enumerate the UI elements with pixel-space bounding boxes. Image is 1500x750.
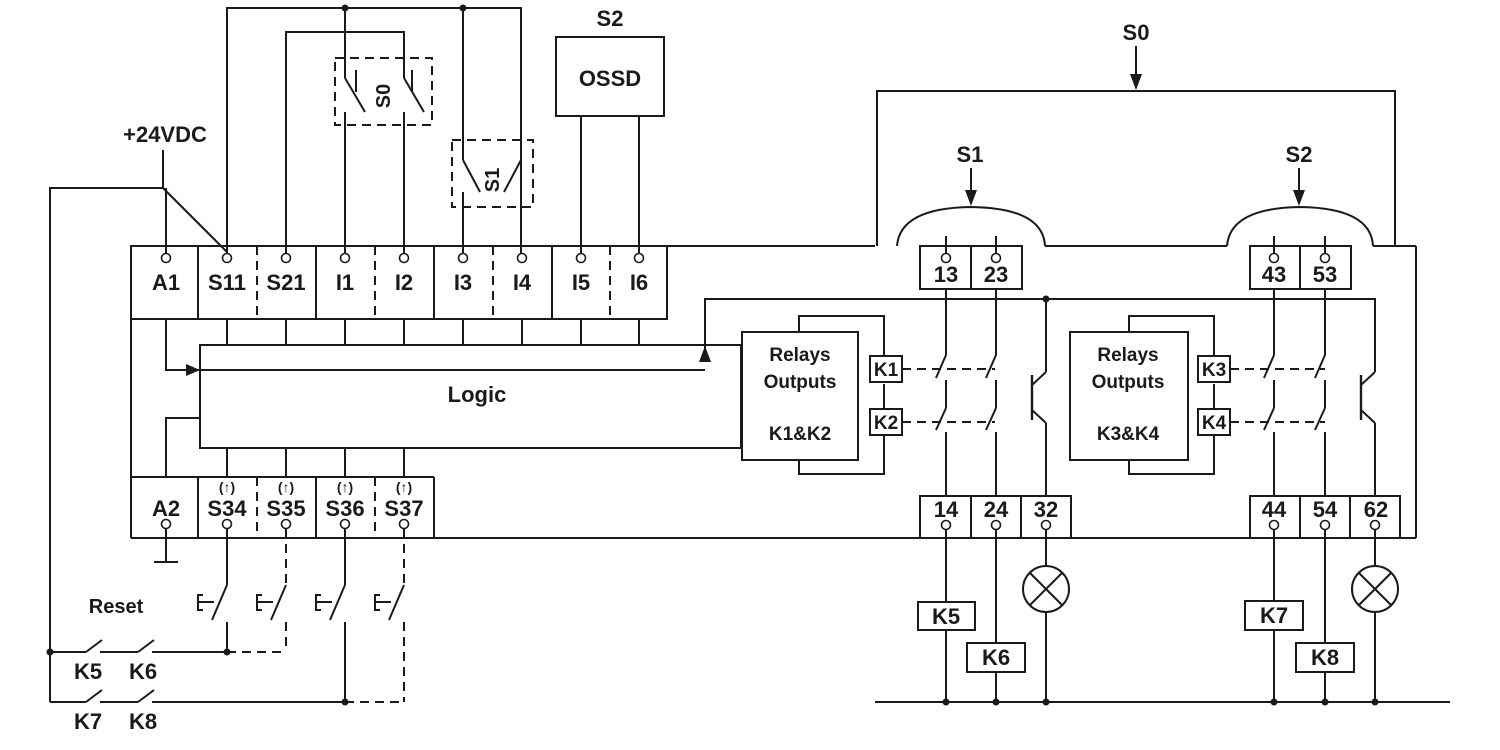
terminal-label: I1 [336,270,354,295]
edge-trigger-mark: (↑) [337,479,353,495]
output-pointer-label: S0 [1123,20,1150,45]
feedback-contact-label: K8 [129,709,157,734]
relay-title-line1: Relays [769,345,830,366]
terminal-label: S11 [208,270,246,295]
output-frames [876,46,1396,247]
logic-label: Logic [448,382,507,407]
s0-switch [334,57,433,126]
terminal-label: S35 [266,496,305,521]
terminal-label: 43 [1262,262,1286,287]
terminal-label: I4 [513,270,532,295]
logic-block [165,298,1046,477]
s1-switch-label: S1 [482,168,504,192]
feedback-contacts [46,639,160,703]
feedback-contact-label: K6 [129,659,157,684]
terminal-label: 13 [934,262,958,287]
s0-switch-label: S0 [373,84,395,108]
terminal-label: 62 [1364,497,1388,522]
relay-title-line2: Outputs [1092,372,1165,393]
ossd-label: S2 [597,6,624,31]
load-label: K8 [1311,645,1339,670]
output-ground-bus [875,698,1450,706]
terminal-label: 54 [1313,497,1338,522]
output-top-terminals [919,236,1352,290]
output-contacts-1 [935,289,1050,496]
relay-id: K1&K2 [769,424,831,445]
terminal-label: I3 [454,270,472,295]
load-label: K6 [982,645,1010,670]
terminal-label: I5 [572,270,590,295]
edge-trigger-mark: (↑) [278,479,294,495]
feedback-contact-label: K5 [74,659,102,684]
ossd-device [555,36,665,253]
terminal-label: 24 [984,497,1009,522]
terminal-label: 44 [1262,497,1287,522]
load-label: K7 [1260,603,1288,628]
terminal-label: I2 [395,270,413,295]
terminal-label: A1 [152,270,180,295]
feedback-contact-label: K7 [74,709,102,734]
terminal-label: 23 [984,262,1008,287]
output-pointer-label: S1 [957,142,984,167]
loads-1 [917,530,1070,702]
edge-trigger-mark: (↑) [396,479,412,495]
supply-label: +24VDC [123,122,207,147]
terminal-label: 14 [934,497,959,522]
relay-coil-label: K4 [1202,413,1227,434]
output-pointer-label: S2 [1286,142,1313,167]
ossd-box-text: OSSD [579,66,641,91]
reset-buttons [158,529,405,706]
relay-group-1 [741,315,995,475]
relay-id: K3&K4 [1097,424,1160,445]
terminal-label: S34 [207,496,247,521]
supply-wiring [49,4,522,655]
relay-coil-label: K1 [874,360,899,381]
terminal-label: S21 [266,270,305,295]
bottom-terminal-strip [131,448,435,538]
terminal-label: S36 [325,496,364,521]
a2-ground [154,529,178,563]
relay-group-2 [1069,315,1325,475]
relay-title-line2: Outputs [764,372,837,393]
load-label: K5 [932,604,960,629]
reset-label: Reset [89,596,144,618]
terminal-label: A2 [152,496,180,521]
relay-coil-label: K3 [1202,360,1226,381]
top-terminal-strip [130,245,668,345]
loads-2 [1244,530,1399,702]
s1-switch [451,139,534,208]
terminal-label: 53 [1313,262,1337,287]
terminal-label: I6 [630,270,648,295]
edge-trigger-mark: (↑) [219,479,235,495]
terminal-label: S37 [384,496,423,521]
terminal-label: 32 [1034,497,1058,522]
relay-title-line1: Relays [1097,345,1158,366]
output-contacts-2 [1046,289,1376,496]
relay-coil-label: K2 [874,413,898,434]
